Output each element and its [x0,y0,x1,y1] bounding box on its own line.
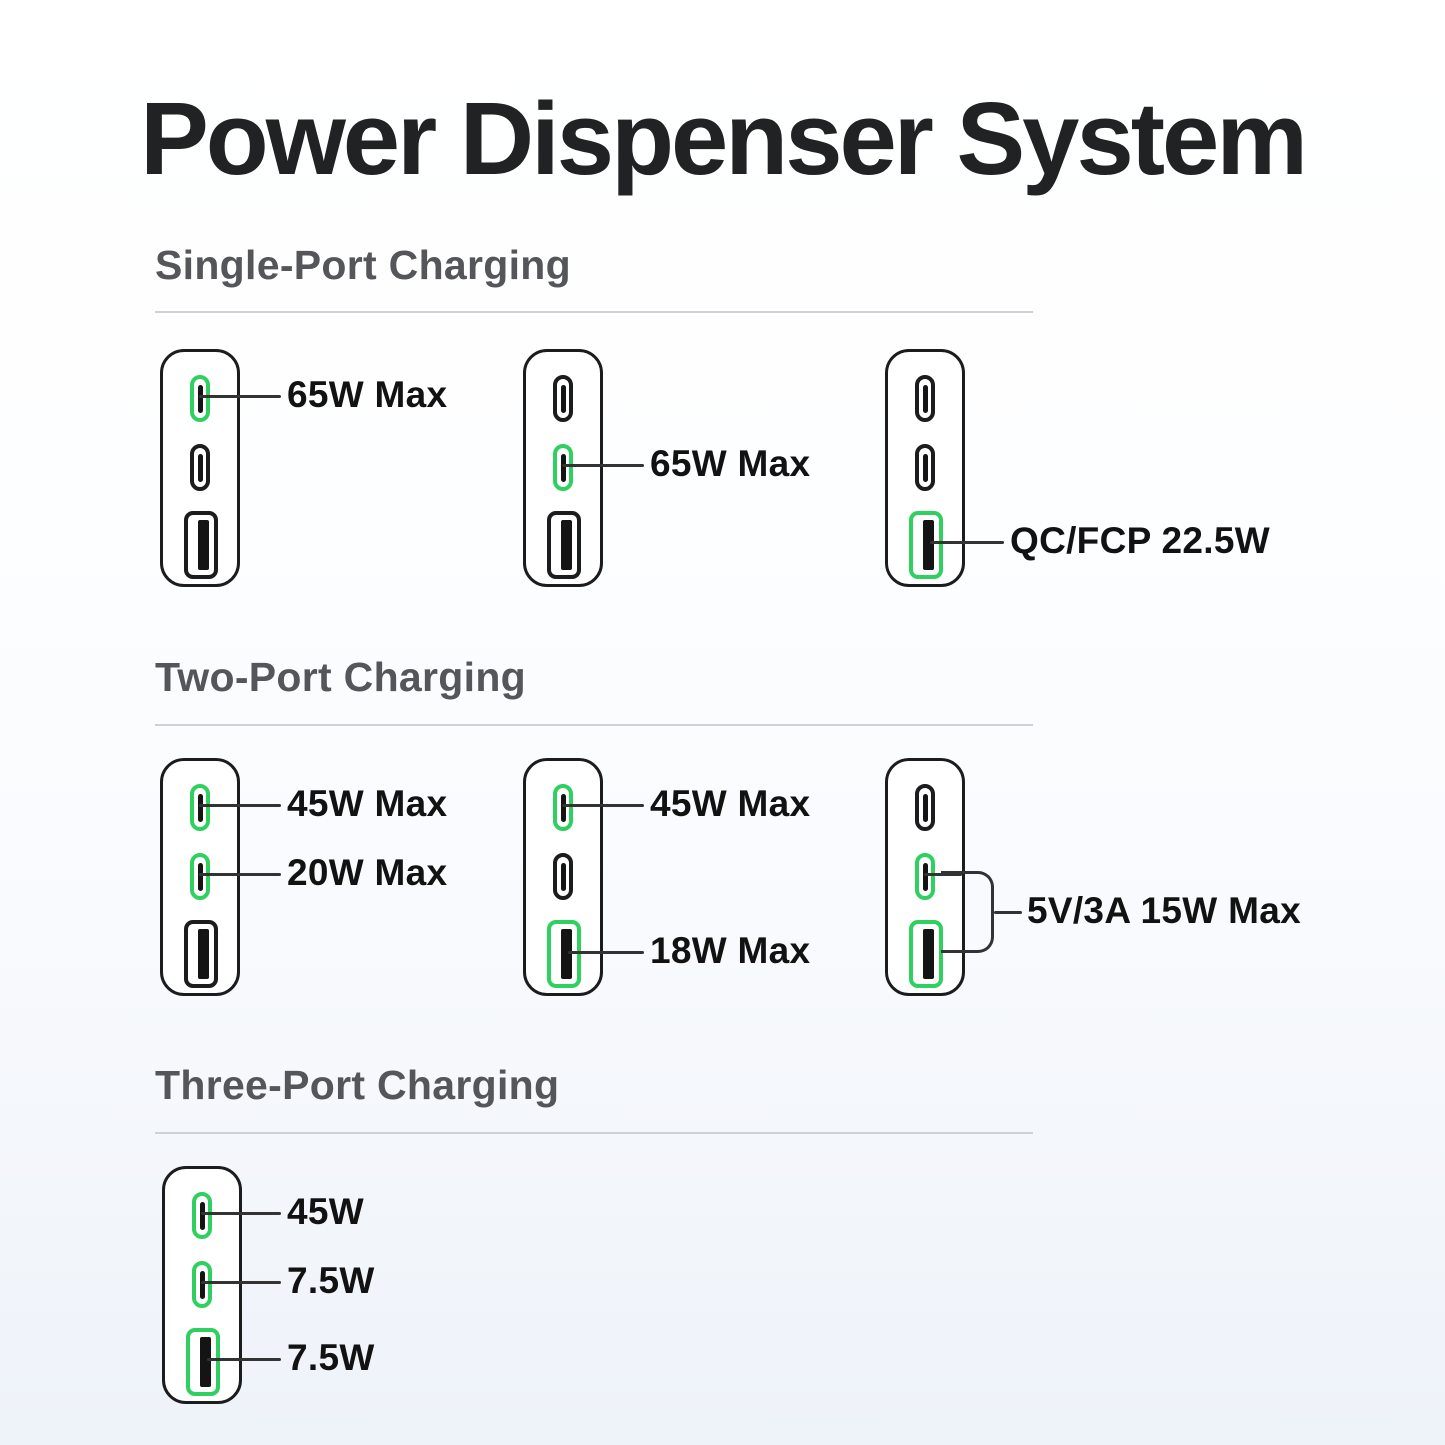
port-power-label: 45W [287,1191,364,1233]
usb-c-port [915,444,935,491]
port-power-label: 45W Max [650,783,811,825]
port-pin [197,793,203,822]
port-pin [560,453,566,482]
usb-a-port [547,511,581,579]
usb-c-port [190,444,210,491]
usb-a-port-highlighted [909,511,943,579]
usb-c-port [915,784,935,831]
callout-line [201,1280,281,1284]
port-power-label: 65W Max [650,443,811,485]
port-pin [560,384,566,413]
usb-c-port-highlighted [192,1261,212,1308]
usb-c-port-highlighted [915,853,935,900]
charger-diagram-two-1 [160,758,240,996]
section-heading-two-port: Two-Port Charging [155,654,527,700]
port-power-label: 18W Max [650,930,811,972]
port-pin [922,384,928,413]
callout-line [199,872,281,876]
port-power-label: QC/FCP 22.5W [1010,520,1270,562]
charger-diagram-single-3 [885,349,965,587]
usb-c-port [915,375,935,422]
callout-line [199,394,281,398]
usb-a-port-highlighted [909,920,943,988]
usb-c-port-highlighted [553,444,573,491]
port-pin [197,520,209,570]
port-pin [922,929,934,979]
port-pin [922,520,934,570]
charger-diagram-single-2 [523,349,603,587]
section-heading-three-port: Three-Port Charging [155,1062,560,1108]
port-pin [560,793,566,822]
port-power-label: 65W Max [287,374,448,416]
port-pin [199,1201,205,1230]
section-divider [155,311,1033,313]
callout-line [930,540,1004,544]
usb-c-port-highlighted [192,1192,212,1239]
section-heading-single-port: Single-Port Charging [155,242,571,288]
callout-bracket [941,871,994,953]
port-power-label: 7.5W [287,1337,375,1379]
port-pin [560,862,566,891]
charger-diagram-single-1 [160,349,240,587]
port-pin [922,862,928,891]
usb-c-port [553,853,573,900]
callout-line [562,803,644,807]
port-pin [199,1337,211,1387]
usb-c-port [553,375,573,422]
port-pin [197,453,203,482]
callout-line [562,463,644,467]
usb-a-port [184,511,218,579]
callout-line [199,803,281,807]
callout-line [568,950,644,954]
port-pin [922,793,928,822]
usb-a-port-highlighted [547,920,581,988]
port-power-label: 20W Max [287,852,448,894]
section-divider [155,1132,1033,1134]
port-pin [560,929,572,979]
usb-c-port-highlighted [553,784,573,831]
charger-diagram-two-2 [523,758,603,996]
callout-line [994,910,1022,914]
usb-a-port-highlighted [186,1328,220,1396]
port-pin [197,929,209,979]
usb-c-port-highlighted [190,784,210,831]
shared-power-label: 5V/3A 15W Max [1027,890,1301,932]
port-power-label: 7.5W [287,1260,375,1302]
section-divider [155,724,1033,726]
callout-line [207,1357,281,1361]
port-pin [197,862,203,891]
callout-line [201,1211,281,1215]
port-pin [199,1270,205,1299]
port-pin [922,453,928,482]
page-title: Power Dispenser System [140,81,1308,196]
charger-diagram-three-1 [162,1166,242,1404]
usb-c-port-highlighted [190,853,210,900]
port-pin [560,520,572,570]
port-pin [197,384,203,413]
usb-c-port-highlighted [190,375,210,422]
port-power-label: 45W Max [287,783,448,825]
usb-a-port [184,920,218,988]
